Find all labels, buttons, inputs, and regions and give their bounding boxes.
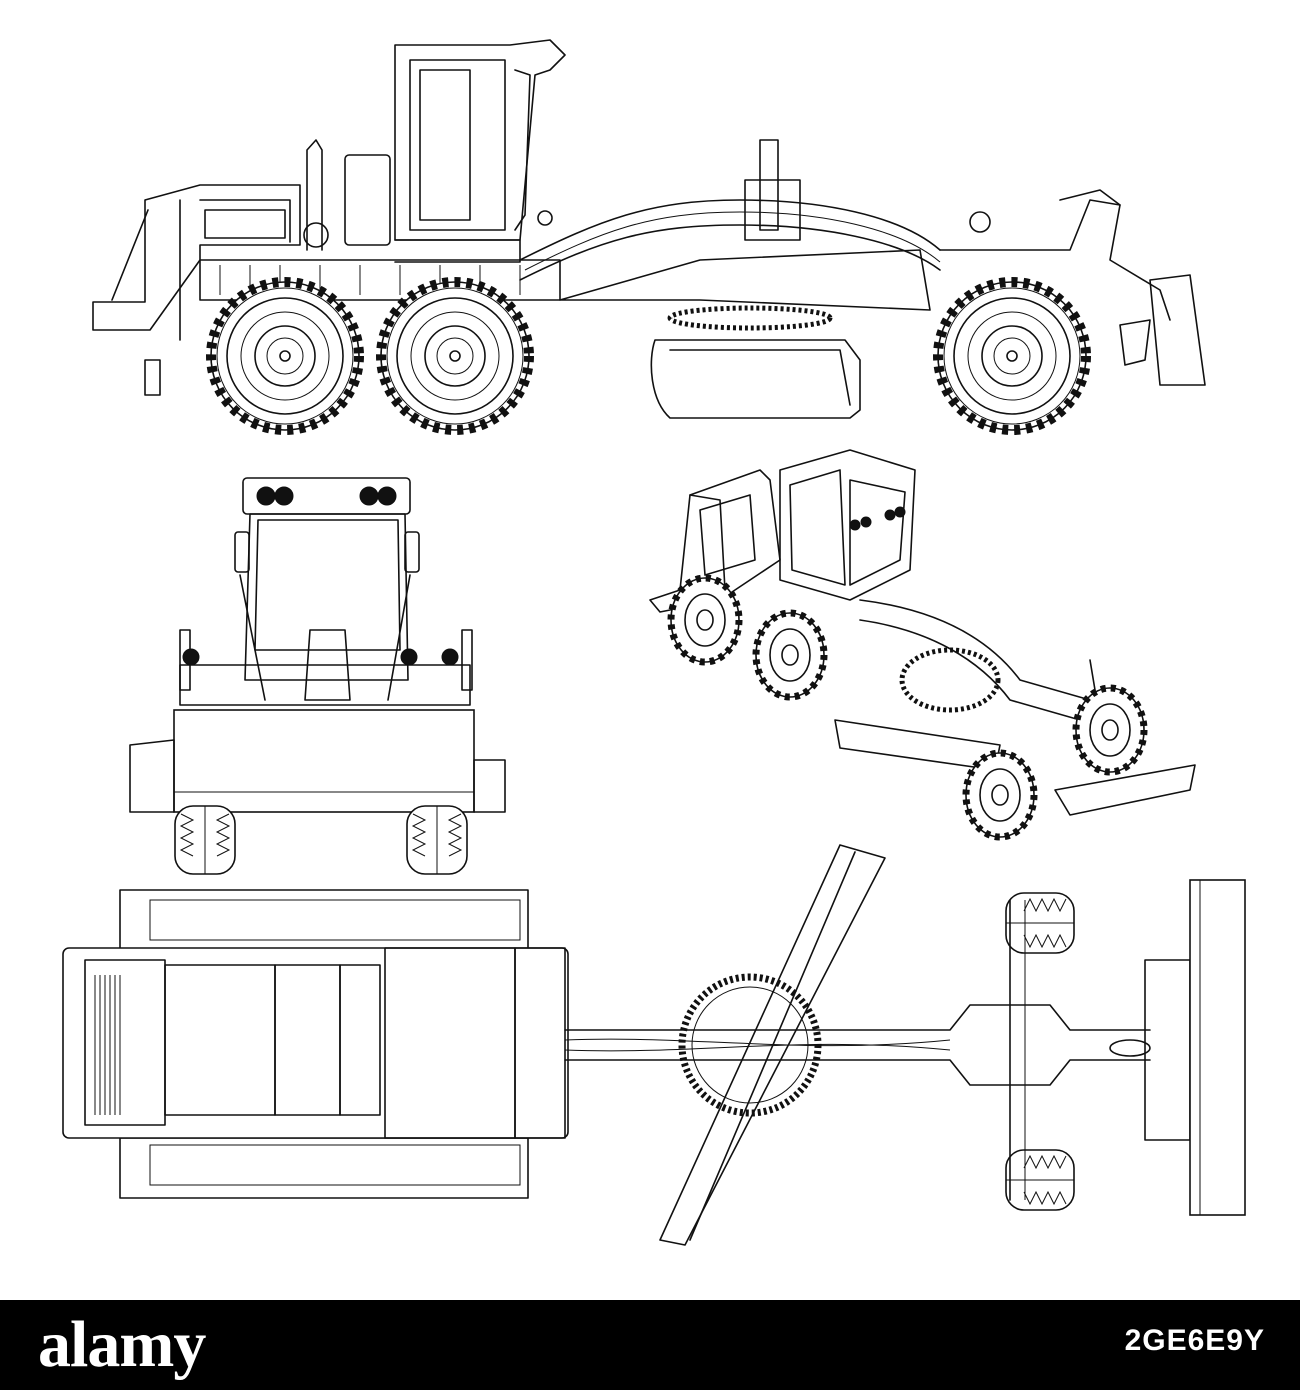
- footer-bar: alamy 2GE6E9Y: [0, 1300, 1300, 1390]
- front-view: [129, 477, 506, 875]
- isometric-view: [649, 449, 1196, 837]
- top-view: [62, 844, 1246, 1246]
- alamy-logo: alamy: [38, 1308, 206, 1381]
- blueprint-drawing: [62, 39, 1246, 1246]
- image-id: 2GE6E9Y: [1124, 1324, 1265, 1357]
- side-view: [92, 39, 1206, 430]
